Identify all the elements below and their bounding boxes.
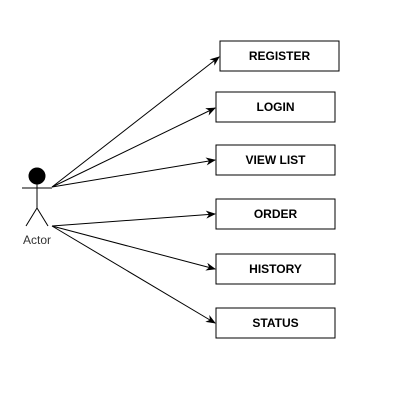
actor-head [28,167,46,185]
association-history [51,225,216,271]
use-case-box [215,307,336,339]
use-case-status[interactable]: STATUS [215,307,336,339]
use-case-view-list[interactable]: VIEW LIST [215,144,336,176]
association-register [51,56,220,188]
use-case-box [215,144,336,176]
use-case-box [219,40,340,72]
use-case-register[interactable]: REGISTER [219,40,340,72]
use-case-label-register: REGISTER [249,49,311,63]
use-case-label-login: LOGIN [257,100,295,114]
actor-left-leg [25,207,38,227]
use-case-label-order: ORDER [254,207,298,221]
association-view-list [51,157,216,188]
actor: Actor [22,167,52,247]
use-case-login[interactable]: LOGIN [215,91,336,123]
association-status [51,225,216,324]
associations [51,56,220,324]
association-login [51,107,216,188]
use-case-label-status: STATUS [252,316,298,330]
use-case-box [215,253,336,285]
use-case-box [215,91,336,123]
actor-label: Actor [23,233,51,247]
actor-right-leg [36,207,49,227]
use-case-history[interactable]: HISTORY [215,253,336,285]
use-case-label-history: HISTORY [249,262,302,276]
use-case-box [215,198,336,230]
use-case-order[interactable]: ORDER [215,198,336,230]
association-order [51,210,216,227]
use-case-label-view-list: VIEW LIST [246,153,307,167]
